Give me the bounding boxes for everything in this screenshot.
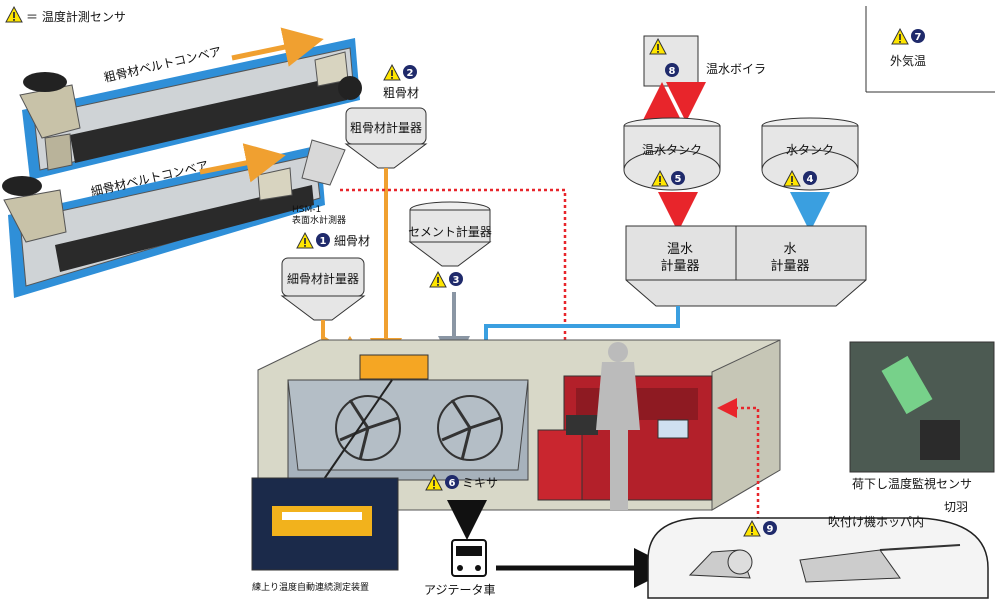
hsm-line1: HSM-1 — [292, 205, 321, 215]
coarse-hopper-label: 粗骨材計量器 — [350, 120, 422, 135]
warning-triangle-icon — [5, 6, 23, 23]
signal-line-hsm — [340, 188, 575, 365]
sensor-9: 9 — [743, 520, 777, 537]
tunnel-hopper-label: 吹付け機ホッパ内 — [828, 514, 924, 529]
hot-water-tank: 温水タンク 5 — [623, 117, 721, 191]
legend-text: ＝ 温度計測センサ — [26, 9, 126, 24]
sensor-7-number: 7 — [915, 32, 922, 43]
sensor-6-number: 6 — [449, 478, 456, 489]
sensor-5-number: 5 — [675, 174, 682, 185]
fine-hopper: 細骨材計量器 — [280, 257, 366, 321]
measure-device-label: 練上り温度自動連続測定装置 — [252, 581, 369, 593]
signal-line-tunnel — [717, 398, 760, 520]
water-meter-block: 温水 計量器 水 計量器 — [625, 225, 867, 307]
hot-meter-line2: 計量器 — [660, 258, 699, 274]
sensor-6-label: ミキサ — [462, 476, 498, 490]
tunnel — [647, 517, 989, 599]
truck-icon — [451, 539, 487, 577]
tunnel-face-label: 切羽 — [944, 500, 968, 514]
warning-triangle-icon — [296, 232, 314, 249]
sensor-8-number: 8 — [669, 66, 676, 77]
sensor-3-number: 3 — [453, 275, 460, 286]
hot-meter-line1: 温水 — [667, 242, 693, 257]
water-meter-line1: 水 — [783, 242, 796, 257]
cement-hopper: セメント計量器 — [408, 201, 492, 267]
hot-water-boiler: 8 温水ボイラ — [643, 35, 766, 87]
sensor-7-label: 外気温 — [890, 53, 926, 68]
fine-flow-arrow — [199, 143, 286, 183]
water-meter-line2: 計量器 — [770, 258, 809, 274]
hsm-line2: 表面水計測器 — [292, 214, 346, 226]
water-tank-label: 水タンク — [786, 143, 834, 157]
warning-triangle-icon — [383, 64, 401, 81]
sensor-6: 6 ミキサ — [425, 474, 498, 491]
unload-sensor-photo — [849, 341, 995, 473]
warning-triangle-icon — [891, 28, 909, 45]
sensor-3: 3 — [429, 271, 463, 288]
sensor-1-number: 1 — [320, 236, 327, 247]
person-icon — [596, 342, 640, 510]
sensor-1-label: 細骨材 — [334, 234, 370, 248]
cement-hopper-label: セメント計量器 — [408, 224, 492, 239]
sensor-2: 2 粗骨材 — [383, 64, 419, 100]
sensor-2-label: 粗骨材 — [383, 86, 419, 100]
sensor-1: 1 細骨材 — [296, 232, 370, 249]
measure-device-photo — [251, 477, 399, 571]
water-tank: 水タンク 4 — [761, 117, 859, 191]
fine-conveyor — [2, 139, 346, 298]
legend: ＝ 温度計測センサ — [5, 6, 126, 24]
warning-triangle-icon — [429, 271, 447, 288]
outside-temp-box: 7 外気温 — [865, 6, 995, 93]
sensor-4-number: 4 — [807, 174, 814, 185]
unload-sensor-label: 荷下し温度監視センサ — [852, 476, 972, 491]
sensor-2-number: 2 — [407, 68, 414, 79]
hot-tank-label: 温水タンク — [642, 143, 702, 157]
agitator-label: アジテータ車 — [424, 583, 496, 597]
mixer-blade-icon — [335, 395, 503, 461]
sensor-9-number: 9 — [767, 524, 774, 535]
coarse-flow-arrow — [231, 27, 324, 67]
fine-hopper-label: 細骨材計量器 — [287, 271, 359, 286]
boiler-label: 温水ボイラ — [706, 62, 766, 76]
coarse-hopper: 粗骨材計量器 — [344, 107, 428, 169]
